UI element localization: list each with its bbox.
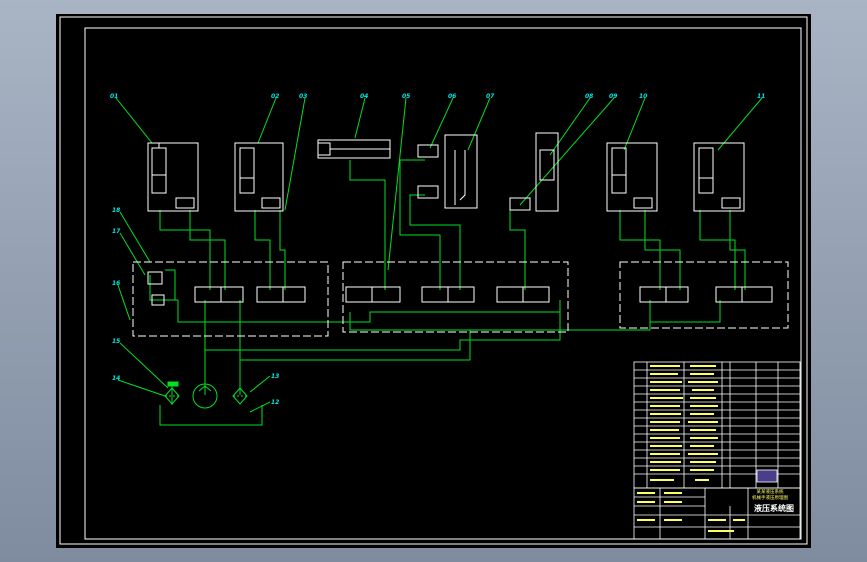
label-16: 16 bbox=[112, 280, 120, 287]
parts-text bbox=[637, 365, 745, 532]
label-02: 02 bbox=[271, 93, 279, 100]
inner-border bbox=[84, 27, 802, 540]
drawing-title: 液压系统图 bbox=[754, 503, 794, 513]
label-10: 10 bbox=[639, 93, 647, 100]
title-block bbox=[633, 361, 801, 540]
spool-valves bbox=[194, 286, 773, 303]
label-12: 12 bbox=[271, 399, 279, 406]
label-04: 04 bbox=[360, 93, 368, 100]
label-03: 03 bbox=[299, 93, 307, 100]
label-07: 07 bbox=[486, 93, 495, 100]
label-06: 06 bbox=[448, 93, 456, 100]
label-17: 17 bbox=[112, 228, 121, 235]
label-13: 13 bbox=[271, 373, 279, 380]
design-title-line2: 机械手液压原理图 bbox=[752, 494, 788, 501]
part-labels: 01 02 03 04 05 06 07 08 09 10 11 12 13 1… bbox=[110, 93, 765, 406]
component-outlines bbox=[132, 132, 789, 337]
label-09: 09 bbox=[609, 93, 617, 100]
label-01: 01 bbox=[110, 93, 118, 100]
label-18: 18 bbox=[112, 207, 120, 214]
label-14: 14 bbox=[112, 375, 120, 382]
label-05: 05 bbox=[402, 93, 410, 100]
label-08: 08 bbox=[585, 93, 593, 100]
label-11: 11 bbox=[757, 93, 765, 100]
label-15: 15 bbox=[112, 338, 120, 345]
outer-border bbox=[59, 16, 808, 545]
design-title-line1: 某某液压系统 bbox=[757, 488, 784, 495]
hydraulic-schematic bbox=[115, 97, 763, 426]
drawing-sheet bbox=[56, 14, 811, 548]
